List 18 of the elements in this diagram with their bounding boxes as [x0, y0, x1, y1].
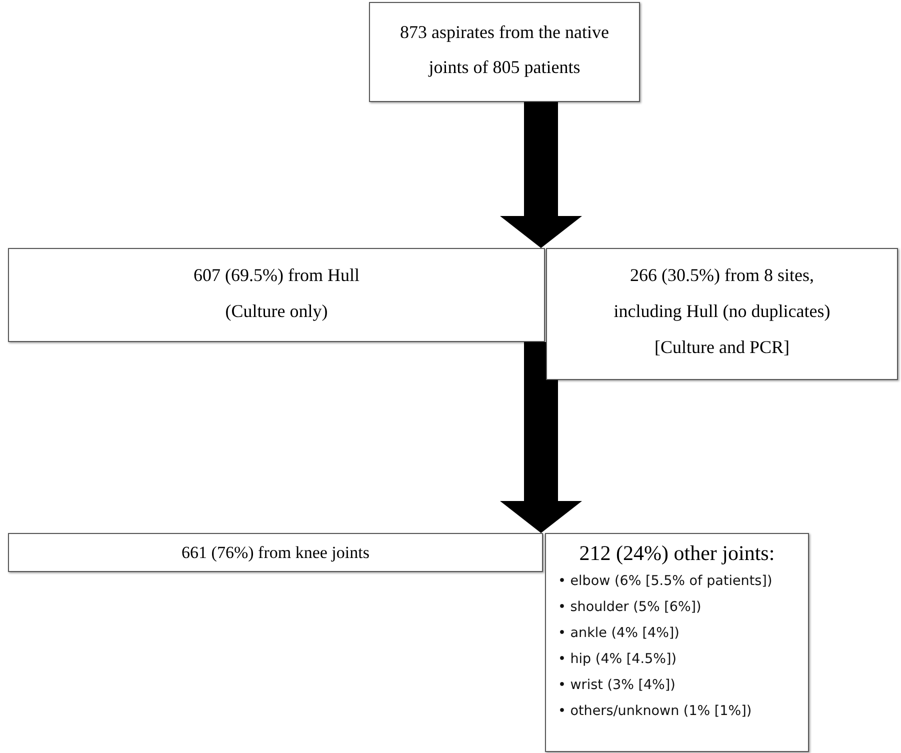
block-arrow: [500, 102, 582, 248]
box-text: 873 aspirates from the native joints of 805 patients: [399, 21, 610, 79]
process-box: [8, 248, 545, 342]
box-text: 661 (76%) from knee joints: [180, 542, 370, 564]
list-item: • others/unknown (1% [1%]): [558, 702, 753, 721]
block-arrow: [500, 342, 582, 533]
box-heading: 212 (24%) other joints:: [578, 540, 776, 567]
list-item: • elbow (6% [5.5% of patients]): [558, 572, 774, 591]
list-item: • wrist (3% [4%]): [558, 676, 676, 695]
list-item: • ankle (4% [4%]): [558, 624, 680, 643]
process-box: [8, 533, 543, 572]
box-text: 266 (30.5%) from 8 sites, including Hull (no duplicates) [Culture and PCR]: [612, 264, 832, 359]
box-text: 607 (69.5%) from Hull (Culture only): [192, 264, 360, 323]
process-box: [369, 2, 640, 102]
process-box: [546, 248, 898, 380]
process-box: [545, 533, 809, 752]
list-item: • hip (4% [4.5%]): [558, 650, 678, 669]
list-item: • shoulder (5% [6%]): [558, 598, 702, 617]
